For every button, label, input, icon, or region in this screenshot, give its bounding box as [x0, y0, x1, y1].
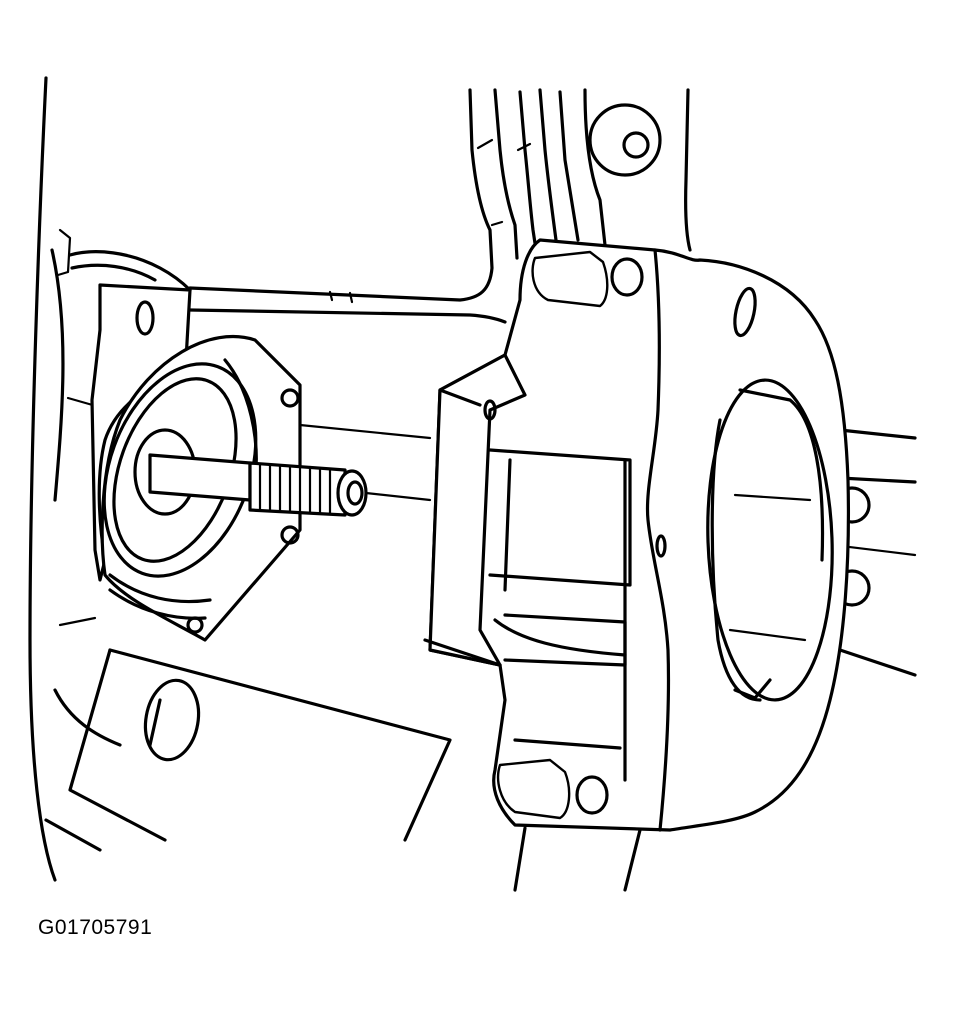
frame-legs — [513, 826, 642, 892]
figure-id-label: G01705791 — [38, 916, 153, 939]
main-bracket — [423, 238, 851, 832]
frame-rail — [583, 88, 692, 252]
lower-plate — [44, 648, 452, 852]
left-housing-wall — [28, 76, 122, 882]
brake-lines — [56, 88, 580, 324]
spline-grooves — [258, 462, 332, 516]
flange-housing — [90, 283, 432, 642]
